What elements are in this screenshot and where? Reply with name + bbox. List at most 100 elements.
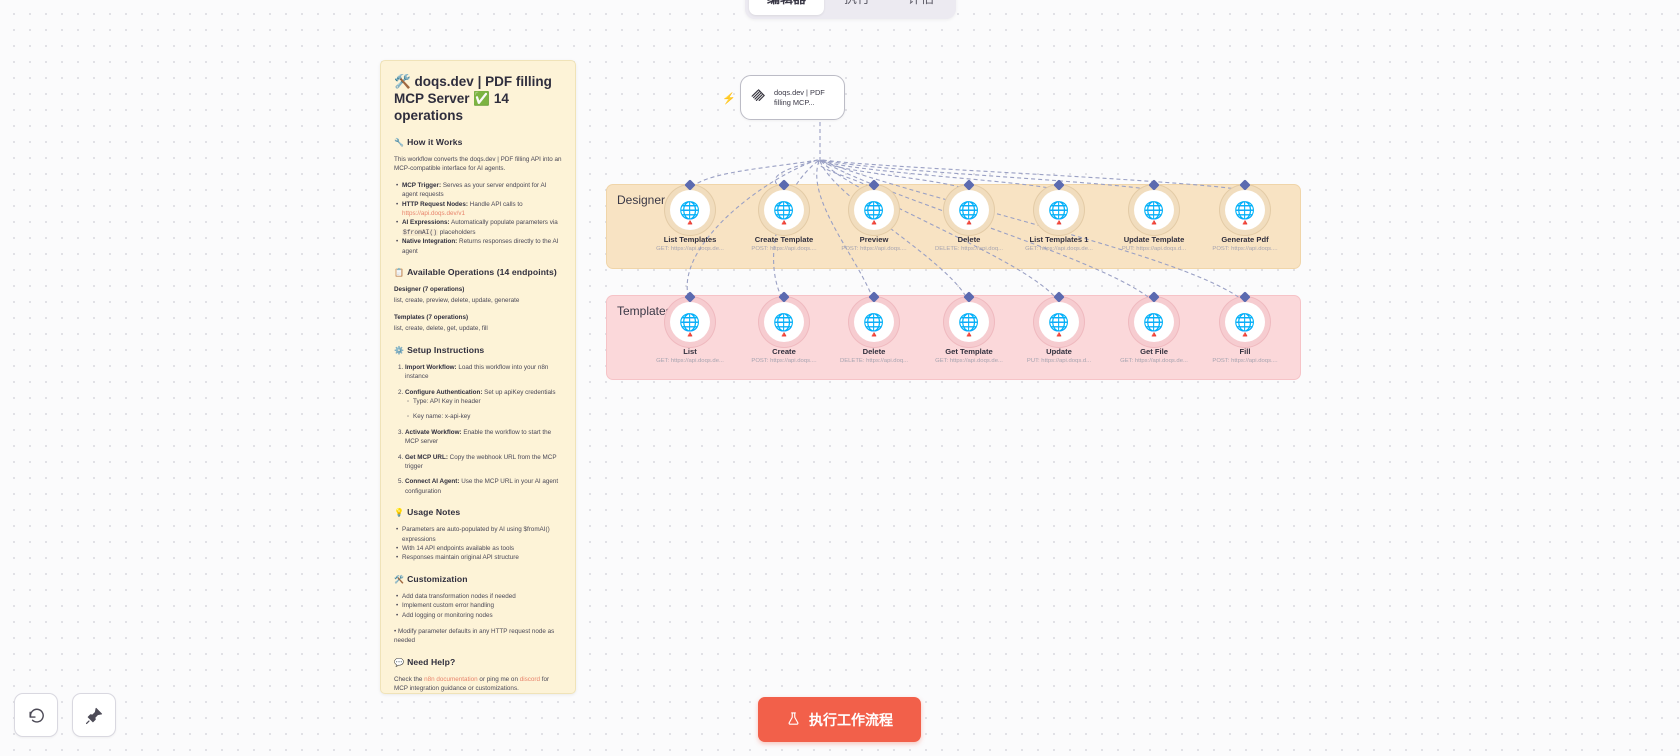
node-subtitle: PUT: https://api.doqs.d...: [1121, 246, 1187, 252]
node-circle[interactable]: 🌐 🔺: [854, 190, 894, 230]
globe-icon: 🌐: [679, 200, 701, 220]
node-circle[interactable]: 🌐 🔺: [670, 302, 710, 342]
templates-ops-list: list, create, delete, get, update, fill: [394, 325, 488, 333]
globe-icon: 🌐: [1234, 312, 1256, 332]
node-list-templates[interactable]: 🌐 🔺 List Templates GET: https://api.doqs…: [646, 179, 734, 252]
node-list[interactable]: 🌐 🔺 List GET: https://api.doqs.de...: [646, 291, 734, 364]
node-label: Update: [1046, 347, 1072, 356]
n8n-docs-link[interactable]: n8n documentation: [424, 675, 478, 683]
node-delete-template[interactable]: 🌐 🔺 Delete DELETE: https://api.doq...: [830, 291, 918, 364]
node-subtitle: POST: https://api.doqs....: [751, 358, 817, 364]
list-item: Import Workflow: Load this workflow into…: [405, 363, 562, 382]
node-subtitle: POST: https://api.doqs....: [1212, 246, 1278, 252]
list-item: AI Expressions: Automatically populate p…: [396, 218, 562, 237]
node-circle[interactable]: 🌐 🔺: [854, 302, 894, 342]
sticky-section-help: 💬Need Help?: [394, 656, 456, 667]
node-circle[interactable]: 🌐 🔺: [1134, 190, 1174, 230]
node-label: Get Template: [945, 347, 993, 356]
node-create-template[interactable]: 🌐 🔺 Create Template POST: https://api.do…: [740, 179, 828, 252]
pin-button[interactable]: [72, 693, 116, 737]
globe-icon: 🌐: [679, 312, 701, 332]
list-item: With 14 API endpoints available as tools: [396, 544, 562, 554]
node-subtitle: GET: https://api.doqs.de...: [1025, 246, 1093, 252]
designer-ops-title: Designer (7 operations): [394, 286, 465, 294]
node-circle[interactable]: 🌐 🔺: [949, 190, 989, 230]
node-preview[interactable]: 🌐 🔺 Preview POST: https://api.doqs....: [830, 179, 918, 252]
how-it-works-intro: This workflow converts the doqs.dev | PD…: [394, 156, 562, 173]
node-subtitle: POST: https://api.doqs....: [751, 246, 817, 252]
node-circle[interactable]: 🌐 🔺: [1225, 190, 1265, 230]
globe-icon: 🌐: [773, 312, 795, 332]
node-circle[interactable]: 🌐 🔺: [764, 190, 804, 230]
node-update-template[interactable]: 🌐 🔺 Update Template PUT: https://api.doq…: [1110, 179, 1198, 252]
warning-icon: 🔺: [1149, 330, 1159, 339]
warning-icon: 🔺: [964, 330, 974, 339]
node-label: Create: [772, 347, 796, 356]
top-tab-bar: 编辑器 执行 评估: [745, 0, 957, 19]
list-item: Get MCP URL: Copy the webhook URL from t…: [405, 453, 562, 472]
node-create[interactable]: 🌐 🔺 Create POST: https://api.doqs....: [740, 291, 828, 364]
gear-icon: ⚙️: [394, 345, 405, 355]
node-circle[interactable]: 🌐 🔺: [1039, 302, 1079, 342]
node-delete[interactable]: 🌐 🔺 Delete DELETE: https://api.doq...: [925, 179, 1013, 252]
node-circle[interactable]: 🌐 🔺: [764, 302, 804, 342]
undo-button[interactable]: [14, 693, 58, 737]
globe-icon: 🌐: [1143, 312, 1165, 332]
node-label: Preview: [859, 235, 889, 244]
list-item: Add data transformation nodes if needed: [396, 592, 562, 602]
flask-icon: [786, 711, 801, 729]
tab-executions[interactable]: 执行: [826, 0, 888, 15]
node-subtitle: POST: https://api.doqs....: [841, 246, 907, 252]
list-item: Key name: x-api-key: [407, 412, 562, 422]
warning-icon: 🔺: [1240, 330, 1250, 339]
warning-icon: 🔺: [779, 330, 789, 339]
warning-icon: 🔺: [964, 218, 974, 227]
how-it-works-bullets: MCP Trigger: Serves as your server endpo…: [394, 181, 562, 256]
execute-workflow-button[interactable]: 执行工作流程: [758, 697, 921, 742]
list-item: Connect AI Agent: Use the MCP URL in you…: [405, 477, 562, 496]
list-item: MCP Trigger: Serves as your server endpo…: [396, 181, 562, 200]
node-subtitle: POST: https://api.doqs....: [1212, 358, 1278, 364]
globe-icon: 🌐: [1048, 312, 1070, 332]
node-subtitle: GET: https://api.doqs.de...: [935, 358, 1003, 364]
node-update[interactable]: 🌐 🔺 Update PUT: https://api.doqs.d...: [1015, 291, 1103, 364]
node-get-template[interactable]: 🌐 🔺 Get Template GET: https://api.doqs.d…: [925, 291, 1013, 364]
node-circle[interactable]: 🌐 🔺: [1225, 302, 1265, 342]
warning-icon: 🔺: [869, 330, 879, 339]
node-circle[interactable]: 🌐 🔺: [670, 190, 710, 230]
clipboard-icon: 📋: [394, 268, 405, 278]
api-link[interactable]: https://api.doqs.dev/v1: [402, 210, 466, 218]
wrench-icon: 🔧: [394, 138, 405, 147]
node-generate-pdf[interactable]: 🌐 🔺 Generate Pdf POST: https://api.doqs.…: [1201, 179, 1289, 252]
node-subtitle: PUT: https://api.doqs.d...: [1026, 358, 1092, 364]
globe-icon: 🌐: [773, 200, 795, 220]
setup-steps: Import Workflow: Load this workflow into…: [394, 363, 562, 496]
node-label: Get File: [1140, 347, 1168, 356]
node-label: List: [683, 347, 697, 356]
node-label: Update Template: [1123, 235, 1185, 244]
globe-icon: 🌐: [863, 200, 885, 220]
tab-editor[interactable]: 编辑器: [749, 0, 825, 15]
warning-icon: 🔺: [869, 218, 879, 227]
warning-icon: 🔺: [779, 218, 789, 227]
node-circle[interactable]: 🌐 🔺: [1134, 302, 1174, 342]
node-fill[interactable]: 🌐 🔺 Fill POST: https://api.doqs....: [1201, 291, 1289, 364]
discord-link[interactable]: discord: [519, 675, 541, 683]
node-list-templates-1[interactable]: 🌐 🔺 List Templates 1 GET: https://api.do…: [1015, 179, 1103, 252]
node-get-file[interactable]: 🌐 🔺 Get File GET: https://api.doqs.de...: [1110, 291, 1198, 364]
tab-evaluations[interactable]: 评估: [890, 0, 952, 15]
globe-icon: 🌐: [1048, 200, 1070, 220]
node-circle[interactable]: 🌐 🔺: [1039, 190, 1079, 230]
mcp-trigger-node[interactable]: doqs.dev | PDF filling MCP...: [740, 75, 845, 120]
undo-icon: [27, 706, 46, 725]
warning-icon: 🔺: [1240, 218, 1250, 227]
globe-icon: 🌐: [958, 200, 980, 220]
node-label: Delete: [957, 235, 981, 244]
globe-icon: 🌐: [863, 312, 885, 332]
node-subtitle: DELETE: https://api.doq...: [934, 246, 1004, 252]
sticky-section-operations: 📋Available Operations (14 endpoints): [394, 267, 557, 278]
sticky-section-how-it-works: 🔧How it Works: [394, 137, 463, 147]
node-circle[interactable]: 🌐 🔺: [949, 302, 989, 342]
globe-icon: 🌐: [958, 312, 980, 332]
sticky-note[interactable]: 🛠️ doqs.dev | PDF filling MCP Server ✅ 1…: [380, 60, 576, 694]
